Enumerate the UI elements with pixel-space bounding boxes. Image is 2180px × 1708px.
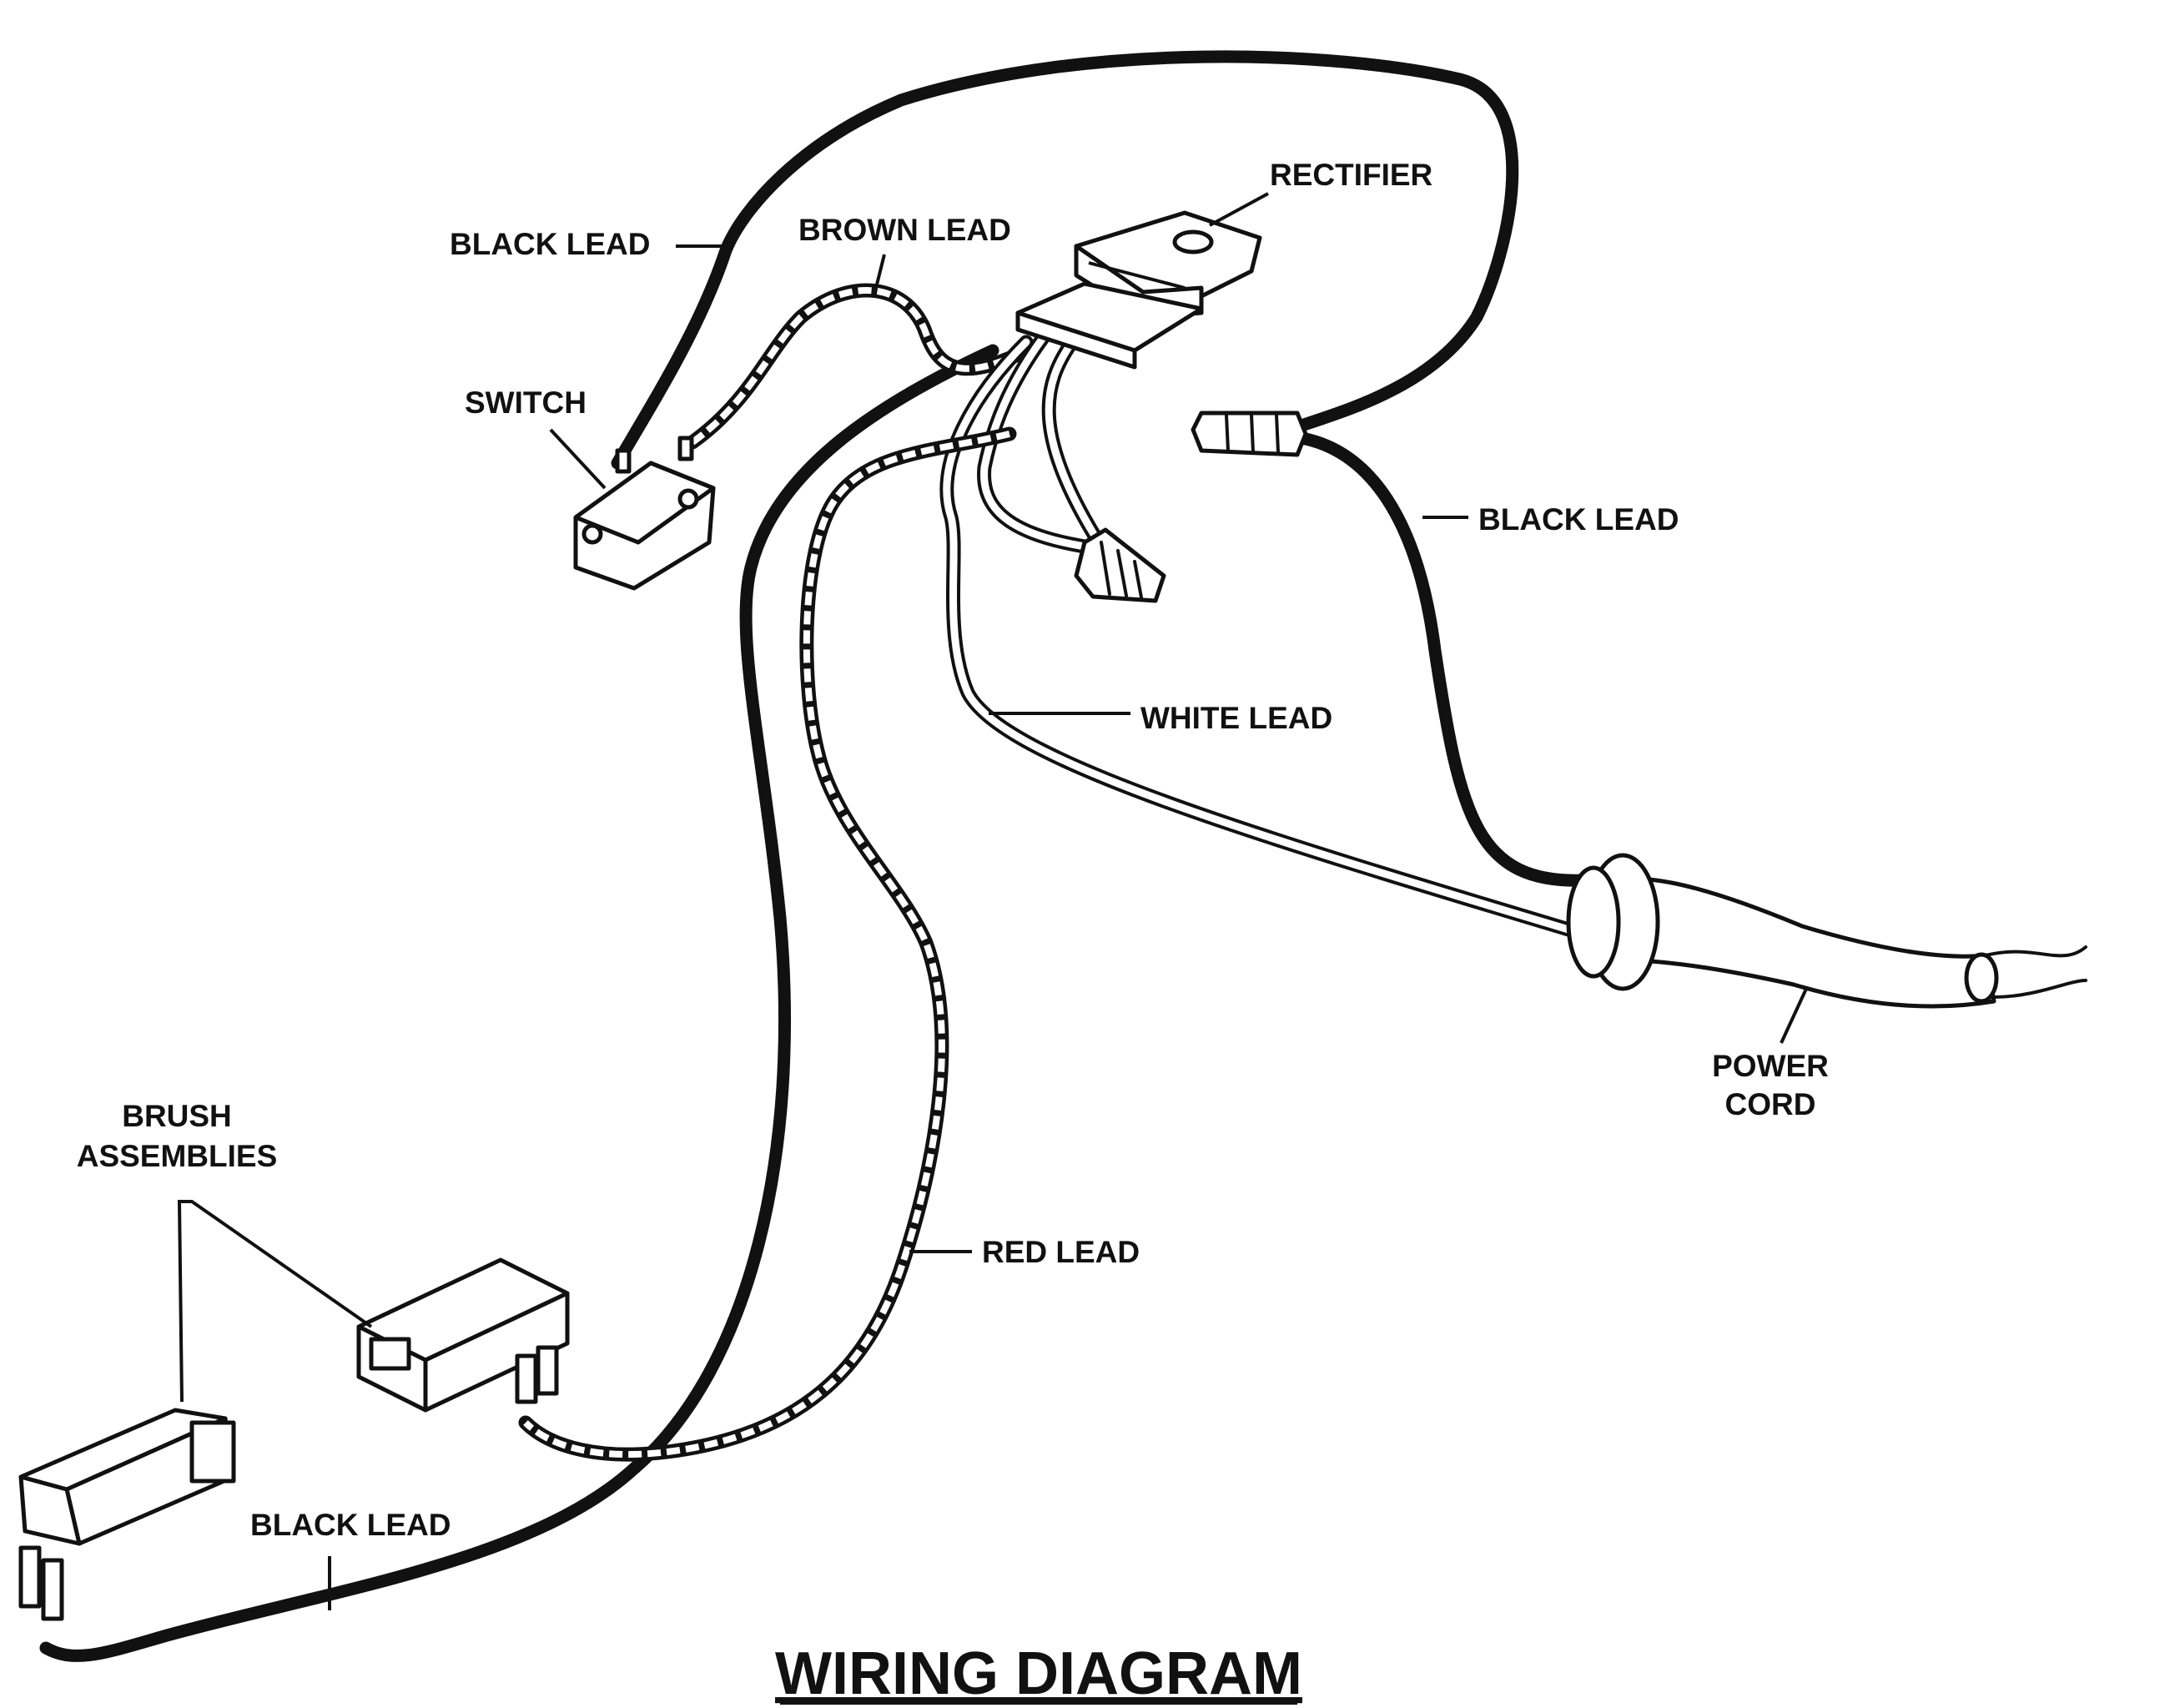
label-brown-lead: BROWN LEAD [798,213,1011,247]
label-brush-line1: BRUSH [122,1099,232,1133]
label-white-lead: WHITE LEAD [1140,701,1332,735]
brush-assembly-upper [356,1257,570,1413]
leader-brown-lead [874,254,886,289]
label-rectifier: RECTIFIER [1270,158,1432,192]
power-cord-cable [1984,945,2087,958]
black-lead-right-wire [1295,431,1592,887]
label-black-lead-right: BLACK LEAD [1478,502,1679,537]
red-lead-wire-inner [523,431,1010,1459]
switch [573,436,716,591]
leader-power-cord [1780,988,1808,1044]
leader-switch [549,428,607,490]
white-lead-wire-inner [943,338,1589,939]
power-cord-plug [1566,853,1999,1009]
brown-lead-wire-inner [690,287,1028,446]
black-lead-main-wire [39,344,999,1662]
brush-assembly-lower [18,1408,236,1621]
red-lead-wire-outer [518,426,1017,1462]
diagram-title: WIRING DIAGRAM [775,1640,1302,1707]
black-lead-top-loop-wire [611,50,1519,470]
label-switch: SWITCH [465,385,587,420]
label-black-lead-top: BLACK LEAD [450,227,650,261]
leader-rectifier [1209,192,1269,227]
label-brush-line2: ASSEMBLIES [77,1139,278,1173]
wire-nut-middle [1074,527,1166,603]
label-red-lead: RED LEAD [982,1235,1140,1269]
wire-nut-right [1191,411,1308,457]
label-black-lead-bottom: BLACK LEAD [250,1508,451,1542]
label-power-cord-line2: CORD [1725,1087,1816,1121]
leader-brush-assemblies [177,1200,373,1403]
label-power-cord-line1: POWER [1712,1049,1829,1083]
rectifier [1015,210,1262,370]
